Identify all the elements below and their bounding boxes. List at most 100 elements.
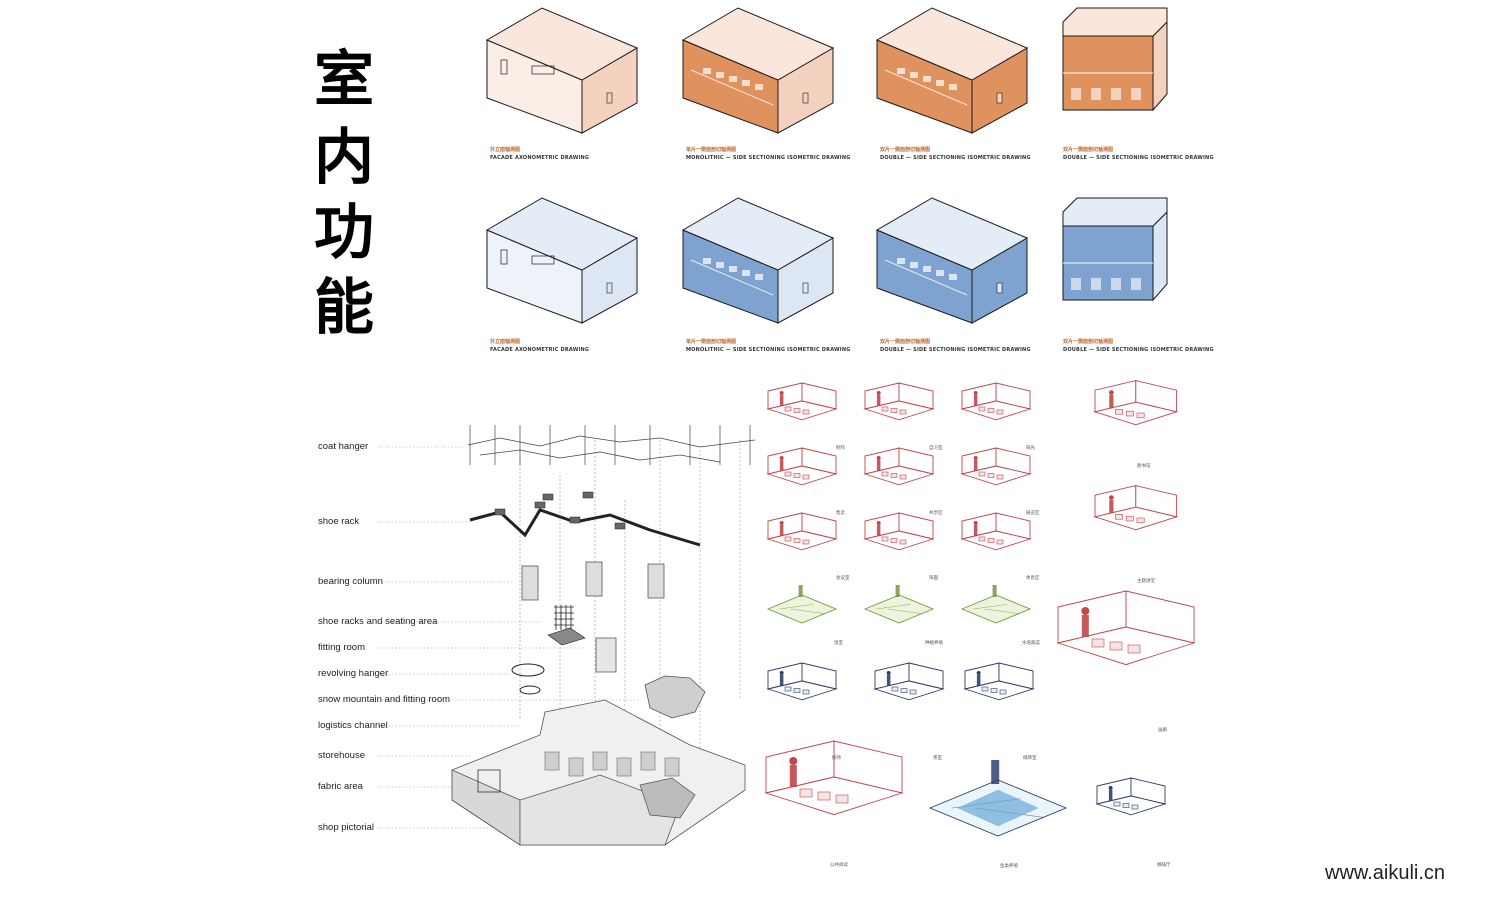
iso-interior-item	[936, 270, 944, 276]
room-caption: 种植养殖	[925, 641, 943, 646]
room-furniture	[793, 408, 801, 413]
room-vignette	[863, 447, 935, 486]
layer-label-storehouse: storehouse	[318, 750, 366, 761]
revolving-hanger-base	[519, 685, 541, 695]
layer-label-shoe-rack: shoe rack	[318, 516, 360, 527]
room-vignette	[960, 512, 1032, 551]
room-furniture	[987, 473, 995, 478]
room-furniture	[881, 536, 889, 542]
shoe-rack	[469, 508, 701, 547]
iso-caption-en: DOUBLE — SIDE SECTIONING ISOMETRIC DRAWI…	[1063, 347, 1214, 353]
layer-label-fabric-area: fabric area	[318, 781, 363, 792]
room-figure-head	[1108, 786, 1113, 790]
room-vignette	[764, 740, 904, 816]
iso-box	[875, 197, 1029, 324]
room-figure	[895, 585, 900, 597]
room-furniture	[784, 536, 792, 542]
room-floor	[1093, 506, 1179, 531]
room-floor	[960, 465, 1032, 486]
room-furniture	[1136, 517, 1145, 524]
iso-window	[531, 255, 555, 265]
room-figure	[798, 585, 803, 597]
room-figure-head	[973, 391, 978, 395]
room-furniture	[890, 408, 898, 413]
room-figure-head	[973, 521, 978, 525]
iso-interior-item	[1071, 88, 1081, 100]
layer-label-revolving-hanger: revolving hanger	[318, 668, 389, 679]
title-char-4: 能	[314, 273, 374, 343]
room-figure	[1109, 500, 1114, 514]
room-caption: 棋牌室	[1023, 756, 1037, 761]
room-floor	[960, 594, 1032, 624]
iso-caption-en: DOUBLE — SIDE SECTIONING ISOMETRIC DRAWI…	[1063, 155, 1214, 161]
iso-interior-item	[1131, 278, 1141, 290]
room-floor	[963, 680, 1035, 701]
room-furniture	[784, 406, 792, 412]
iso-top-face	[1062, 7, 1168, 37]
room-vignette	[960, 382, 1032, 421]
room-vignette	[766, 585, 838, 624]
room-caption: 售卖	[836, 511, 845, 516]
iso-door	[802, 282, 809, 294]
iso-window	[500, 249, 508, 265]
room-figure	[789, 765, 797, 787]
iso-interior-item	[1091, 88, 1101, 100]
shoe-rack-block	[569, 516, 581, 524]
room-furniture	[978, 406, 986, 412]
seating-base	[547, 627, 586, 646]
room-caption: 阳面	[929, 576, 938, 581]
room-furniture	[1109, 641, 1123, 651]
bearing-column	[521, 565, 539, 601]
room-furniture	[1115, 409, 1123, 415]
iso-top-face	[681, 197, 835, 271]
iso-door	[996, 282, 1003, 294]
room-figure	[973, 395, 978, 406]
iso-box	[485, 197, 639, 324]
iso-caption-cn: 单片一侧面剖切轴测图	[686, 147, 737, 153]
iso-caption-en: DOUBLE — SIDE SECTIONING ISOMETRIC DRAWI…	[880, 347, 1031, 353]
room-floor	[1093, 401, 1179, 426]
iso-interior-item	[949, 84, 957, 90]
layer-label-shop-pictorial: shop pictorial	[318, 822, 374, 833]
room-caption: 水培蔬菜	[1022, 641, 1040, 646]
iso-interior-item	[703, 258, 711, 264]
room-grid-line	[779, 604, 814, 610]
room-vignette	[863, 382, 935, 421]
room-furniture	[784, 686, 792, 692]
iso-box	[875, 7, 1029, 134]
iso-interior-item	[703, 68, 711, 74]
room-figure-head	[876, 456, 881, 460]
room-furniture	[793, 473, 801, 478]
room-furniture	[802, 689, 810, 695]
room-furniture	[900, 688, 908, 693]
layer-label-logistics-channel: logistics channel	[318, 720, 388, 731]
iso-box	[485, 7, 639, 134]
room-furniture	[1091, 638, 1105, 648]
iso-caption-en: FACADE AXONOMETRIC DRAWING	[490, 347, 590, 353]
room-vignette	[960, 447, 1032, 486]
iso-door	[606, 92, 613, 104]
room-floor	[863, 400, 935, 421]
title-char-1: 室	[314, 45, 374, 115]
iso-box	[1062, 197, 1168, 302]
room-figure-head	[876, 521, 881, 525]
coat-hanger-frame	[467, 435, 756, 448]
room-furniture	[978, 471, 986, 477]
room-vignette	[963, 662, 1035, 701]
room-figure	[1109, 395, 1114, 409]
room-figure	[876, 525, 881, 536]
room-figure-head	[1108, 495, 1114, 500]
room-furniture	[899, 474, 907, 480]
room-figure	[779, 675, 784, 686]
iso-window	[531, 65, 555, 75]
iso-door	[996, 92, 1003, 104]
room-furniture	[802, 539, 810, 545]
room-floor	[1095, 795, 1167, 816]
iso-box	[681, 7, 835, 134]
interior-fixture	[616, 757, 632, 777]
room-furniture	[1127, 644, 1141, 654]
room-caption: 休息区	[1026, 576, 1040, 581]
room-vignette	[766, 662, 838, 701]
room-floor	[863, 594, 935, 624]
